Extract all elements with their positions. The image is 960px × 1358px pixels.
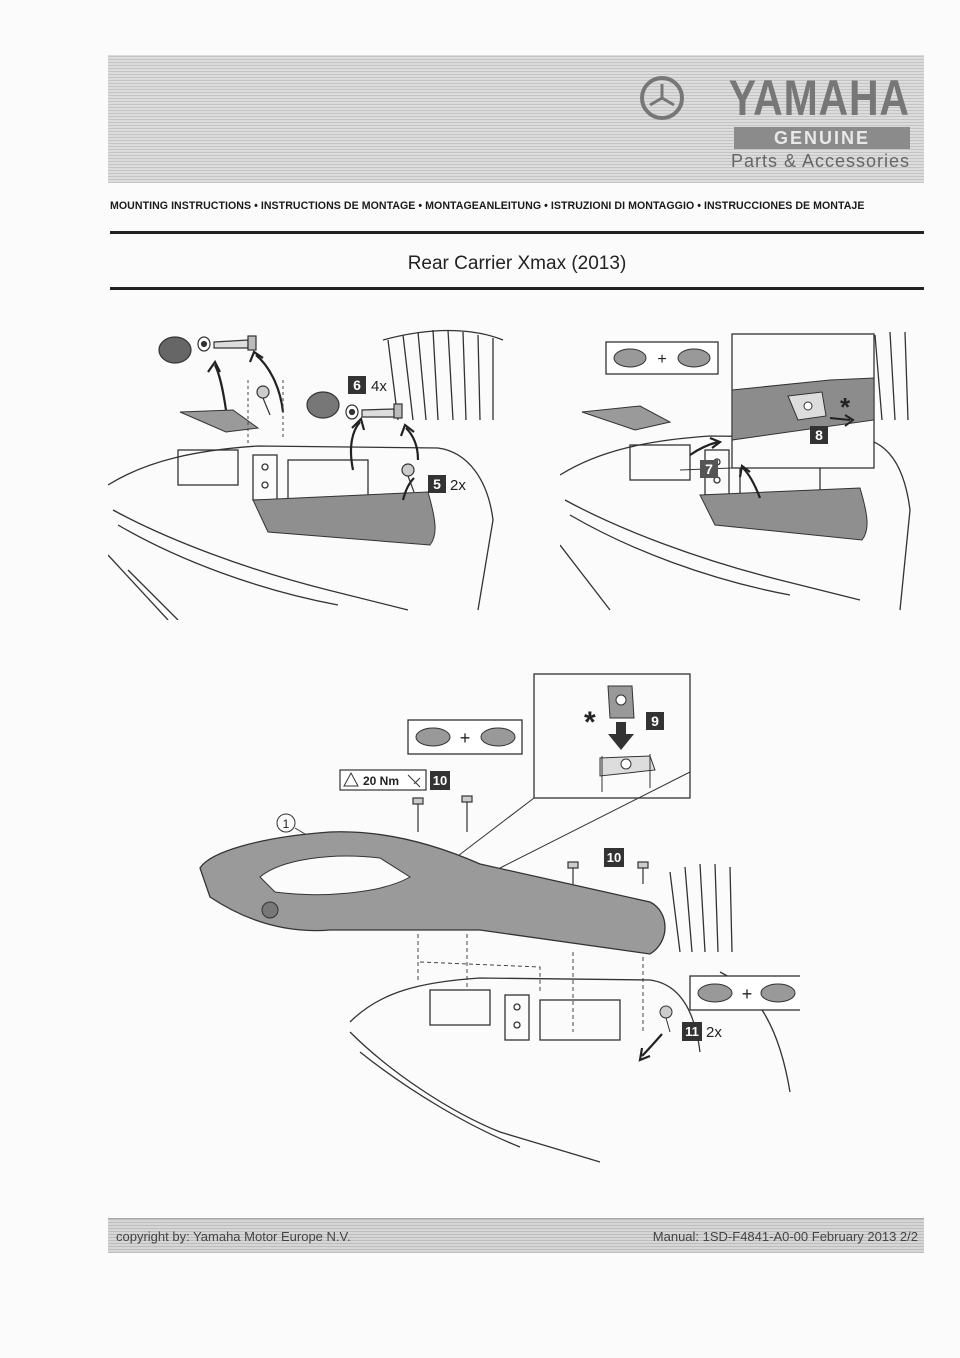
part-number-1: 1 [283, 817, 290, 831]
copyright-text: copyright by: Yamaha Motor Europe N.V. [116, 1229, 351, 1244]
step-10-label: 10 [433, 773, 447, 788]
title-rule [110, 287, 924, 290]
step-8-label: 8 [815, 427, 823, 443]
manual-reference: Manual: 1SD-F4841-A0-00 February 2013 2/… [652, 1229, 918, 1244]
figure-remove-grab-bars: 6 4x 5 2x [108, 329, 504, 620]
brand-genuine: GENUINE [734, 127, 910, 149]
torque-value: 20 Nm [363, 774, 399, 788]
step-9-label: 9 [651, 713, 659, 729]
mounting-instructions-line: MOUNTING INSTRUCTIONS • INSTRUCTIONS DE … [110, 200, 865, 212]
plus-sign-2: + [460, 728, 471, 748]
footer-band: copyright by: Yamaha Motor Europe N.V. M… [108, 1218, 924, 1253]
step-11-label: 11 [685, 1024, 699, 1039]
asterisk-note-2: * [584, 706, 596, 739]
top-rule [110, 231, 924, 234]
step-6-label: 6 [353, 377, 361, 393]
step-5-label: 5 [433, 476, 441, 492]
step-11-count: 2x [706, 1024, 722, 1041]
asterisk-note: * [840, 392, 851, 422]
step-10-label-2: 10 [607, 850, 621, 865]
yamaha-tuning-fork-logo-icon [640, 76, 685, 120]
plus-sign-3: + [742, 984, 753, 1004]
step-7-label: 7 [705, 461, 713, 477]
yamaha-brand: YAMAHA GENUINE Parts & Accessories [639, 70, 910, 172]
figure-remove-clip: * + 7 8 [560, 331, 911, 611]
step-5-count: 2x [450, 477, 466, 494]
step-6-count: 4x [371, 378, 387, 395]
header-band: YAMAHA GENUINE Parts & Accessories [108, 55, 924, 183]
brand-parts-accessories: Parts & Accessories [730, 151, 910, 171]
plus-sign: + [657, 351, 666, 368]
brand-name: YAMAHA [728, 70, 910, 126]
figure-install-carrier: * 9 + 20 Nm 10 1 10 [199, 673, 800, 1163]
page-title: Rear Carrier Xmax (2013) [407, 253, 627, 274]
